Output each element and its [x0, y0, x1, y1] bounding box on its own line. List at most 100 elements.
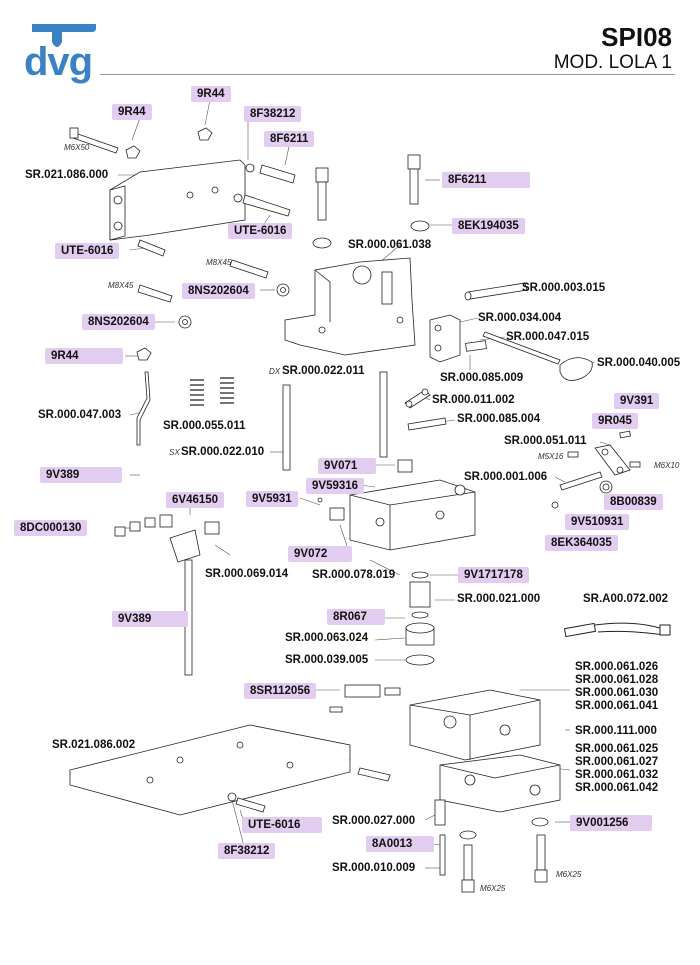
part-label: SR.000.034.004 [478, 312, 562, 324]
part-tag: 8F6211 [442, 172, 530, 188]
side-note: DX [269, 367, 281, 376]
part-tag: 8NS202604 [182, 283, 255, 299]
size-note: M8X45 [206, 258, 232, 267]
lower-block [439, 754, 561, 813]
long-pins [282, 371, 388, 471]
size-note: M5X16 [538, 452, 564, 461]
part-label: SR.000.022.011 [282, 365, 365, 377]
part-label: SR.000.055.011 [163, 420, 246, 432]
base-plate [69, 724, 391, 816]
part-tag: 6V46150 [166, 492, 225, 508]
pin-top-right [464, 282, 528, 301]
part-tag: 9V391 [614, 393, 660, 409]
part-tag: UTE-6016 [228, 223, 293, 239]
part-label: SR.000.061.027 [575, 756, 659, 768]
page-subtitle: MOD. LOLA 1 [553, 52, 672, 73]
part-tag: 8A0013 [366, 836, 434, 852]
part-tag: 9V001256 [570, 815, 652, 831]
cable [563, 622, 671, 638]
part-label: SR.000.061.042 [575, 782, 659, 794]
page-title: SPI08 [601, 22, 672, 52]
fasteners-bottom-left [227, 792, 266, 813]
part-tag: 9V389 [112, 611, 188, 627]
part-label: SR.000.061.041 [575, 700, 659, 712]
part-label: SR.000.003.015 [522, 282, 606, 294]
part-tag: 9V510931 [565, 514, 630, 530]
size-note: M6X50 [64, 143, 90, 152]
main-block [284, 257, 416, 356]
part-label: SR.000.061.028 [575, 674, 659, 686]
part-tag: 8SR112056 [244, 683, 317, 699]
part-label: SR.000.011.002 [432, 394, 515, 406]
part-label: SR.000.078.019 [312, 569, 396, 581]
part-tag: 8F6211 [264, 131, 315, 147]
small-valve [329, 684, 401, 713]
part-label: SR.021.086.000 [25, 169, 109, 181]
part-label: SR.000.040.005 [597, 357, 681, 369]
small-block [429, 314, 461, 363]
part-tag: 9V072 [288, 546, 352, 562]
part-label: SR.000.069.014 [205, 568, 289, 580]
part-tag: 9V071 [318, 458, 376, 474]
part-label: SR.000.063.024 [285, 632, 369, 644]
part-label: SR.000.022.010 [181, 446, 265, 458]
valve-block [317, 459, 476, 551]
part-label: SR.021.086.002 [52, 739, 136, 751]
part-tag: 8F38212 [218, 843, 276, 859]
fasteners-top [69, 127, 296, 361]
upper-block [409, 689, 541, 761]
size-note: M8X45 [108, 281, 134, 290]
logo-text: dvg [24, 40, 93, 84]
part-tag: 8DC000130 [14, 520, 88, 536]
springs [190, 377, 234, 406]
part-tag: 9R045 [592, 413, 638, 429]
link-parts [404, 388, 447, 431]
size-note: M6X25 [556, 870, 582, 879]
part-label: SR.000.047.003 [38, 409, 122, 421]
part-tag: 9R44 [45, 348, 123, 364]
right-plate [551, 430, 641, 509]
part-tag: 9R44 [112, 104, 152, 120]
screws-top-center [312, 154, 430, 249]
dvg-logo [32, 24, 96, 47]
part-tag: 9V59316 [306, 478, 365, 494]
part-label: SR.000.061.030 [575, 687, 659, 699]
part-tag: 8NS202604 [82, 314, 155, 330]
part-label: SR.000.085.004 [457, 413, 541, 425]
valve-stack [405, 571, 435, 666]
part-label: SR.A00.072.002 [583, 593, 669, 605]
part-label: SR.000.001.006 [464, 471, 548, 483]
part-tag: UTE-6016 [242, 817, 322, 833]
part-tag: 9R44 [191, 86, 231, 102]
part-label: SR.000.051.011 [504, 435, 587, 447]
part-label: SR.000.061.032 [575, 769, 659, 781]
part-tag: UTE-6016 [55, 243, 120, 259]
part-tag: 8EK194035 [452, 218, 525, 234]
part-label: SR.000.061.026 [575, 661, 659, 673]
size-note: M6X25 [480, 884, 506, 893]
fasteners-bottom-center [434, 799, 549, 893]
part-tag: 9V389 [40, 467, 122, 483]
part-label: SR.000.047.015 [506, 331, 590, 343]
part-label: SR.000.085.009 [440, 372, 524, 384]
part-label: SR.000.027.000 [332, 815, 416, 827]
bent-rod [136, 371, 151, 446]
part-tag: 9V1717178 [458, 567, 529, 583]
side-note: SX [169, 448, 180, 457]
part-label: SR.000.111.000 [575, 725, 657, 737]
bracket-top [109, 159, 246, 241]
part-label: SR.000.039.005 [285, 654, 369, 666]
part-tag: 9V5931 [246, 491, 298, 507]
part-tag: 8B00839 [604, 494, 663, 510]
part-label: SR.000.021.000 [457, 593, 541, 605]
part-tag: 8R067 [327, 609, 385, 625]
part-tag: 8EK364035 [545, 535, 618, 551]
part-label: SR.000.061.025 [575, 743, 659, 755]
valve-cluster [114, 514, 220, 676]
part-tag: 8F38212 [244, 106, 302, 122]
header-divider [100, 74, 675, 75]
part-label: SR.000.061.038 [348, 239, 432, 251]
size-note: M6X10 [654, 461, 680, 470]
